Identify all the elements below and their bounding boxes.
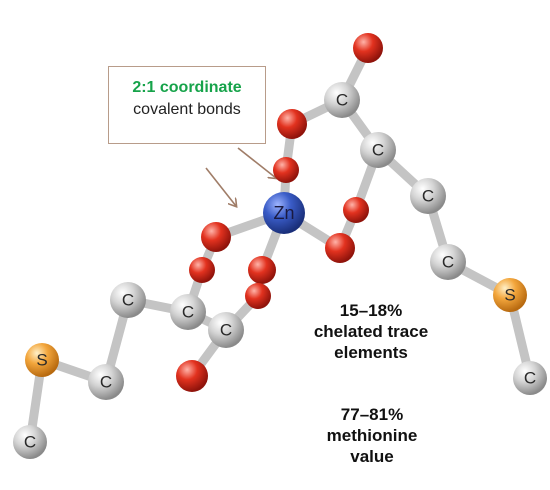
atom-label: C: [220, 321, 232, 340]
carbon-atom: [430, 244, 466, 280]
carbon-atom: [410, 178, 446, 214]
arrows: [205, 147, 276, 206]
oxygen-atom: [277, 109, 307, 139]
callout-box: 2:1 coordinate covalent bonds: [108, 66, 266, 144]
atom-label: C: [100, 373, 112, 392]
oxygen-atom: [325, 233, 355, 263]
carbon-atom: [513, 361, 547, 395]
callout-title: 2:1 coordinate: [132, 79, 242, 96]
callout-arrow: [205, 167, 236, 206]
methionine-line3: value: [350, 447, 394, 466]
atom-labels: C C C C C C C C C C S S Zn: [24, 91, 536, 452]
atom-label: Zn: [273, 203, 294, 223]
oxygen-atom: [353, 33, 383, 63]
methionine-percent: 77–81%: [340, 405, 404, 424]
atom-label: C: [336, 91, 348, 110]
atom-label: C: [372, 141, 384, 160]
carbon-atom: [208, 312, 244, 348]
oxygen-atom: [201, 222, 231, 252]
carbon-atom: [110, 282, 146, 318]
methionine-note: 77–81% methionine value: [312, 404, 432, 467]
zinc-atom: [263, 192, 305, 234]
atom-label: S: [36, 351, 47, 370]
methionine-line2: methionine: [326, 426, 418, 445]
atom-label: C: [422, 187, 434, 206]
atom-label: C: [524, 369, 536, 388]
atoms: [13, 33, 547, 459]
chelated-line2: chelated trace: [313, 322, 429, 341]
sulfur-atom: [25, 343, 59, 377]
chelated-line3: elements: [334, 343, 408, 362]
atom-label: S: [504, 286, 515, 305]
carbon-atom: [360, 132, 396, 168]
atom-label: C: [442, 253, 454, 272]
oxygen-atom: [248, 256, 276, 284]
carbon-atom: [13, 425, 47, 459]
callout-subtitle: covalent bonds: [133, 101, 241, 118]
chelated-note: 15–18% chelated trace elements: [296, 300, 446, 363]
atom-label: C: [122, 291, 134, 310]
oxygen-atom: [176, 360, 208, 392]
oxygen-atom: [245, 283, 271, 309]
carbon-atom: [170, 294, 206, 330]
chelated-percent: 15–18%: [339, 301, 403, 320]
oxygen-atom: [273, 157, 299, 183]
oxygen-atom: [343, 197, 369, 223]
callout-arrow: [237, 147, 276, 178]
atom-label: C: [182, 303, 194, 322]
sulfur-atom: [493, 278, 527, 312]
carbon-atom: [88, 364, 124, 400]
carbon-atom: [324, 82, 360, 118]
oxygen-atom: [189, 257, 215, 283]
atom-label: C: [24, 433, 36, 452]
